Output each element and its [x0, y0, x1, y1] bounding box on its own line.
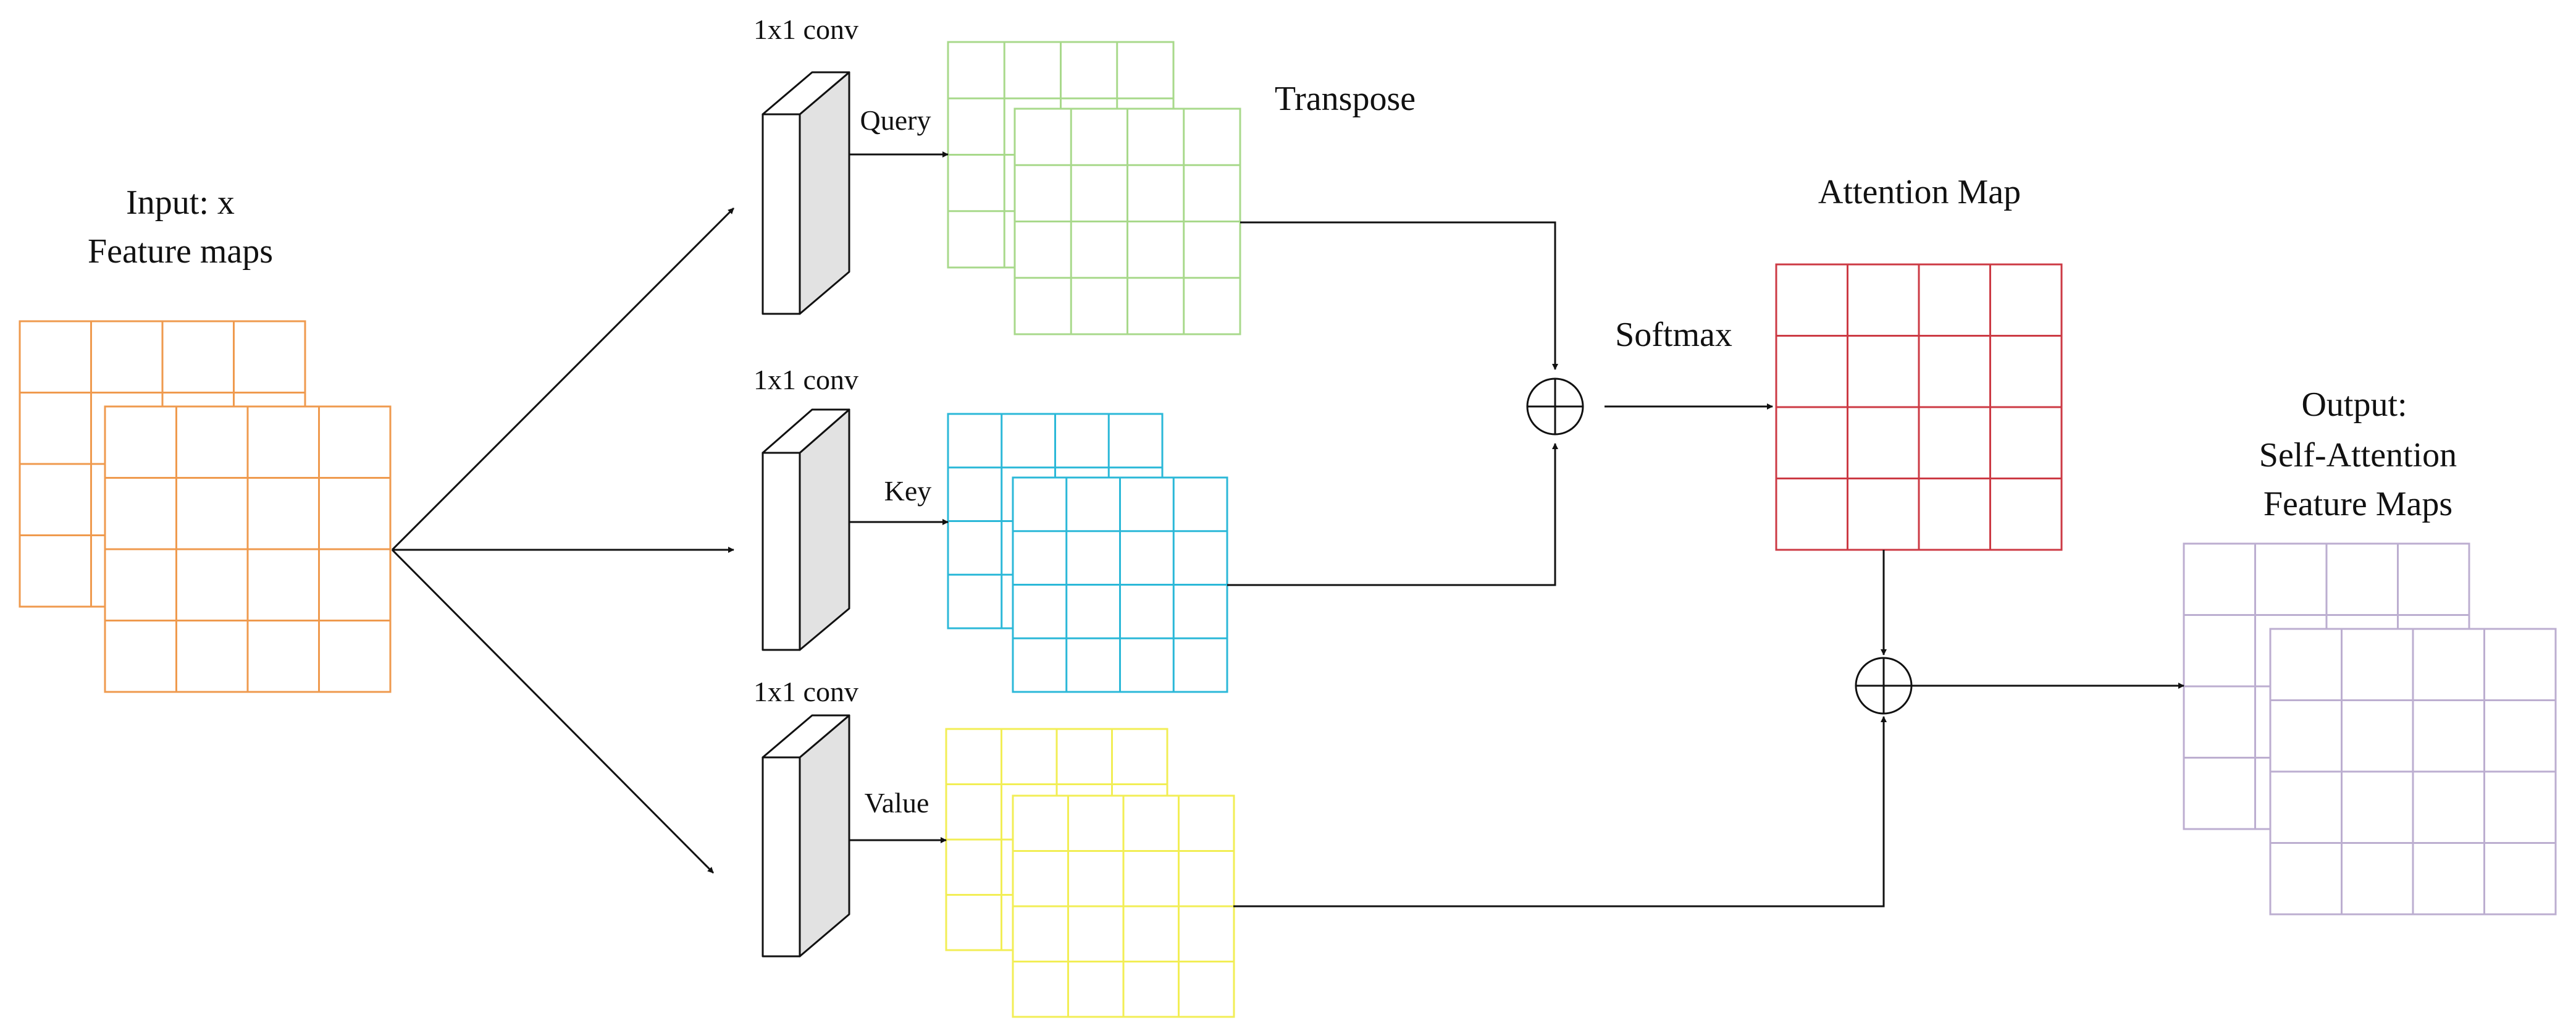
conv-label-top: 1x1 conv	[753, 14, 858, 45]
transpose-label: Transpose	[1275, 80, 1416, 118]
arrow-key-to-sum	[1227, 443, 1558, 586]
query-label: Query	[860, 104, 931, 136]
attention-map-grid	[1775, 263, 2063, 551]
arrow-input-to-top-conv	[391, 207, 735, 551]
conv-block-middle	[761, 408, 850, 651]
conv-label-middle: 1x1 conv	[753, 364, 858, 395]
softmax-label: Softmax	[1615, 316, 1732, 354]
circle-plus-icon	[1526, 377, 1584, 436]
conv-block-bottom	[761, 714, 850, 958]
attention-map-label: Attention Map	[1818, 173, 2021, 211]
input-label-line1: Input: x	[126, 183, 235, 222]
query-map-front	[1013, 107, 1241, 335]
input-label-line2: Feature maps	[88, 232, 273, 271]
arrow-value-to-merge	[1233, 716, 1887, 908]
circle-plus-icon	[1855, 657, 1913, 715]
output-map-front	[2269, 628, 2557, 916]
conv-label-bottom: 1x1 conv	[753, 676, 858, 707]
value-label: Value	[865, 787, 929, 819]
connectors	[391, 151, 2184, 908]
key-map-front	[1012, 476, 1228, 693]
output-label-line2: Self-Attention	[2259, 436, 2457, 474]
input-feature-map-front	[104, 405, 392, 693]
conv-block-top	[761, 71, 850, 315]
key-label: Key	[884, 475, 932, 507]
arrow-input-to-bottom-conv	[391, 549, 715, 874]
value-map-front	[1012, 794, 1235, 1018]
output-label-line1: Output:	[2301, 385, 2407, 424]
arrow-query-to-sum	[1240, 221, 1558, 370]
output-label-line3: Feature Maps	[2263, 485, 2452, 523]
